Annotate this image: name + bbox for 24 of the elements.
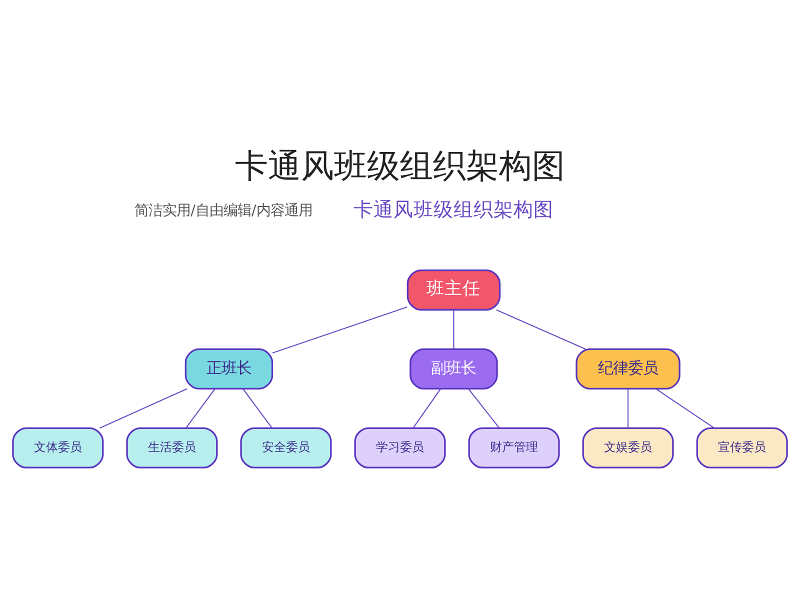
connector	[628, 388, 629, 428]
diagram-title: 卡通风班级组织架构图	[235, 146, 565, 185]
node-box: 生活委员	[126, 426, 218, 468]
connector	[656, 388, 714, 428]
node-box: 文娱委员	[582, 426, 674, 468]
connector	[99, 388, 188, 428]
connector	[496, 308, 586, 350]
connector	[468, 388, 500, 428]
connector	[272, 306, 408, 354]
node-box: 副班长	[410, 348, 498, 389]
connector	[185, 388, 216, 428]
node-box: 学习委员	[354, 426, 446, 468]
node-box: 财产管理	[468, 426, 560, 468]
label: 简洁实用/自由编辑/内容通用	[134, 202, 312, 218]
node-box: 宣传委员	[696, 426, 788, 468]
connector	[453, 310, 454, 349]
label: 卡通风班级组织架构图	[354, 197, 554, 220]
node-box: 班主任	[406, 268, 501, 310]
connector	[242, 388, 272, 428]
connector	[412, 388, 441, 428]
node-box: 文体委员	[12, 426, 104, 468]
node-box: 安全委员	[240, 426, 332, 468]
node-box: 正班长	[184, 348, 274, 389]
node-box: 纪律委员	[576, 348, 680, 389]
